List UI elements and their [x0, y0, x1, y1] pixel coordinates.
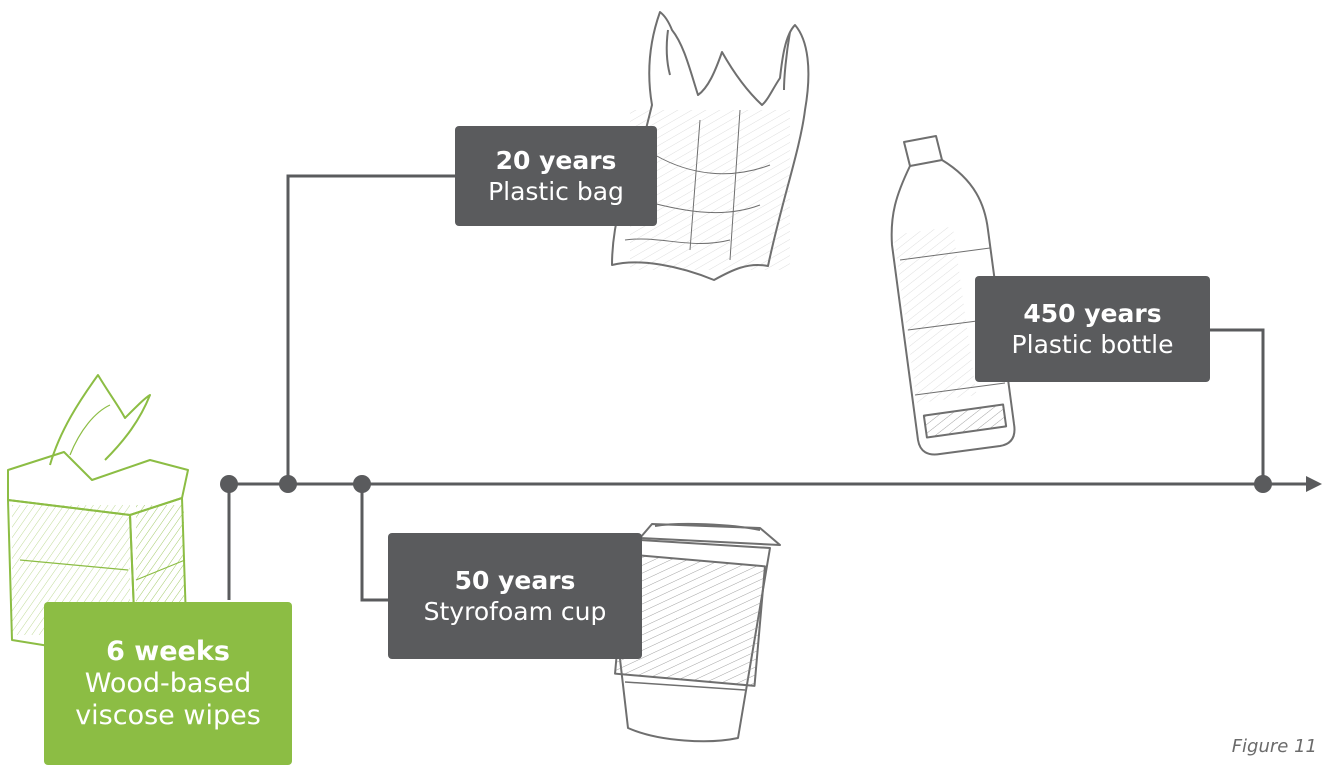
label-styrofoam-cup: 50 years Styrofoam cup — [388, 533, 642, 659]
connector-cup — [362, 484, 388, 600]
figure-caption: Figure 11 — [1232, 736, 1317, 757]
label-plastic-bag: 20 years Plastic bag — [455, 126, 657, 226]
label-viscose-wipes-value: 6 weeks — [106, 636, 230, 668]
marker-bag — [279, 475, 297, 493]
label-plastic-bag-name: Plastic bag — [488, 176, 624, 207]
connector-bottle — [1210, 330, 1263, 484]
label-viscose-wipes-name-line1: Wood-based — [85, 668, 252, 700]
label-plastic-bottle: 450 years Plastic bottle — [975, 276, 1210, 382]
marker-bottle — [1254, 475, 1272, 493]
label-plastic-bottle-value: 450 years — [1023, 298, 1161, 329]
label-plastic-bottle-name: Plastic bottle — [1012, 329, 1174, 360]
connector-bag — [288, 176, 455, 484]
marker-cup — [353, 475, 371, 493]
marker-wipes — [220, 475, 238, 493]
axis-arrow — [1306, 476, 1322, 492]
label-styrofoam-cup-name: Styrofoam cup — [424, 596, 607, 627]
label-styrofoam-cup-value: 50 years — [455, 565, 576, 596]
label-viscose-wipes: 6 weeks Wood-based viscose wipes — [44, 602, 292, 765]
label-plastic-bag-value: 20 years — [496, 145, 617, 176]
label-viscose-wipes-name-line2: viscose wipes — [75, 700, 261, 732]
